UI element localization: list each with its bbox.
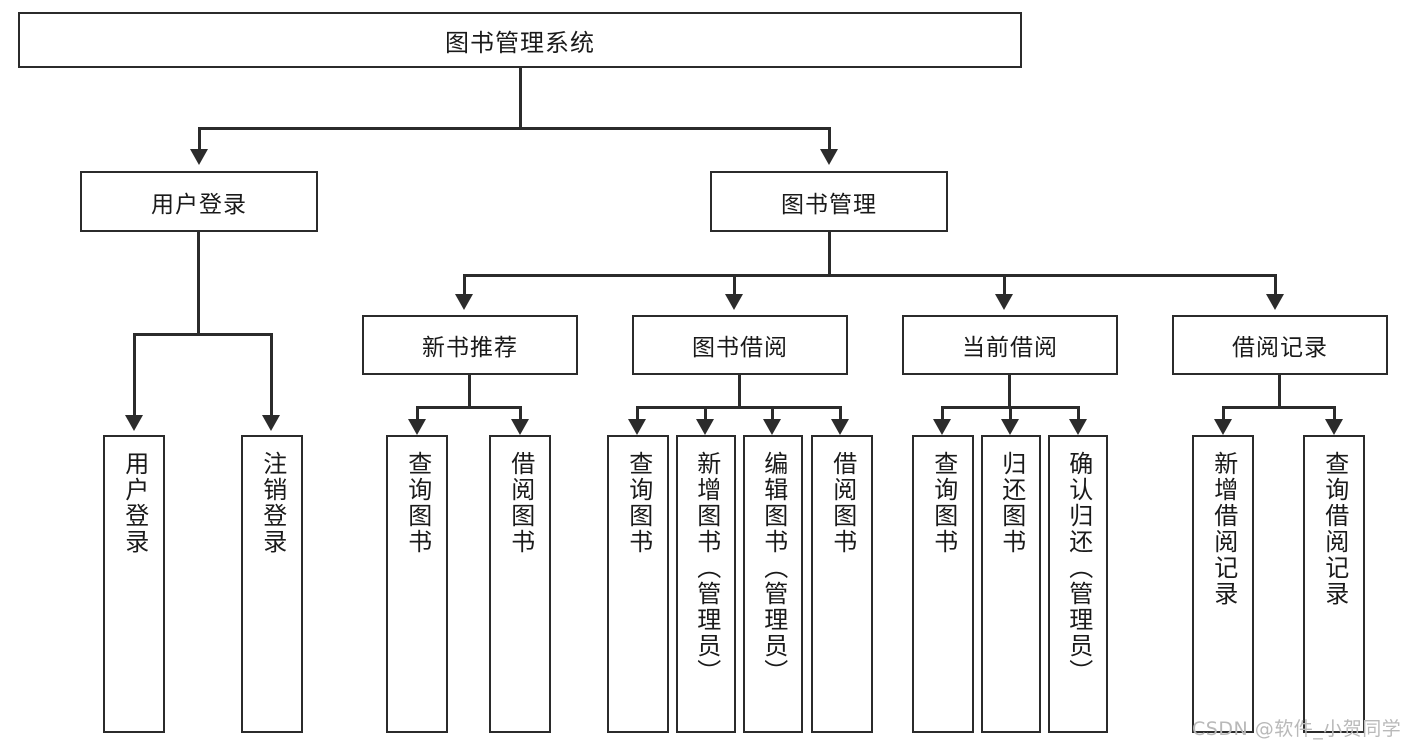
leaf-label: 新增借阅记录 bbox=[1209, 451, 1238, 607]
node-label: 图书管理系统 bbox=[445, 28, 595, 57]
leaf-label: 确认归还（管理员） bbox=[1064, 451, 1093, 685]
node-label: 图书管理 bbox=[781, 191, 877, 218]
connector-root-stem bbox=[519, 68, 522, 127]
arrowhead-book-borrow-child-3 bbox=[763, 419, 781, 435]
leaf-new-book-query-book[interactable]: 查询图书 bbox=[386, 435, 448, 733]
leaf-borrow-record-query-record[interactable]: 查询借阅记录 bbox=[1303, 435, 1365, 733]
connector-book-mgmt-child-1 bbox=[463, 274, 466, 296]
connector-borrow-record-stem bbox=[1278, 375, 1281, 408]
leaf-book-borrow-borrow-book[interactable]: 借阅图书 bbox=[811, 435, 873, 733]
leaf-label: 用户登录 bbox=[120, 451, 149, 555]
connector-borrow-record-bar bbox=[1222, 406, 1336, 409]
node-book-borrow[interactable]: 图书借阅 bbox=[632, 315, 848, 375]
arrowhead-borrow-record-child-1 bbox=[1214, 419, 1232, 435]
arrowhead-user-login-child-1 bbox=[125, 415, 143, 431]
leaf-label: 查询图书 bbox=[624, 451, 653, 555]
connector-user-login-child-1 bbox=[133, 333, 136, 417]
arrowhead-book-mgmt-child-1 bbox=[455, 294, 473, 310]
leaf-book-borrow-query-book[interactable]: 查询图书 bbox=[607, 435, 669, 733]
arrowhead-book-borrow-child-2 bbox=[696, 419, 714, 435]
node-label: 借阅记录 bbox=[1232, 335, 1328, 361]
node-label: 图书借阅 bbox=[692, 335, 788, 361]
connector-book-mgmt-child-4 bbox=[1274, 274, 1277, 296]
connector-user-login-bar bbox=[133, 333, 273, 336]
connector-book-mgmt-bar bbox=[463, 274, 1277, 277]
leaf-current-borrow-confirm-return[interactable]: 确认归还（管理员） bbox=[1048, 435, 1108, 733]
arrowhead-new-book-child-1 bbox=[408, 419, 426, 435]
leaf-label: 借阅图书 bbox=[506, 451, 535, 555]
connector-book-borrow-bar bbox=[636, 406, 842, 409]
connector-book-mgmt-stem bbox=[828, 232, 831, 276]
leaf-user-login-logout[interactable]: 注销登录 bbox=[241, 435, 303, 733]
node-label: 新书推荐 bbox=[422, 335, 518, 361]
leaf-label: 查询借阅记录 bbox=[1320, 451, 1349, 607]
node-borrow-record[interactable]: 借阅记录 bbox=[1172, 315, 1388, 375]
arrowhead-book-mgmt-child-2 bbox=[725, 294, 743, 310]
connector-user-login-child-2 bbox=[270, 333, 273, 417]
connector-book-borrow-child-1 bbox=[636, 406, 639, 421]
node-label: 用户登录 bbox=[151, 191, 247, 218]
arrowhead-root-to-book-mgmt bbox=[820, 149, 838, 165]
leaf-label: 编辑图书（管理员） bbox=[759, 451, 788, 685]
leaf-current-borrow-return-book[interactable]: 归还图书 bbox=[981, 435, 1041, 733]
connector-book-mgmt-child-2 bbox=[733, 274, 736, 296]
connector-book-borrow-child-2 bbox=[704, 406, 707, 421]
leaf-user-login-login[interactable]: 用户登录 bbox=[103, 435, 165, 733]
arrowhead-book-mgmt-child-3 bbox=[995, 294, 1013, 310]
leaf-label: 借阅图书 bbox=[828, 451, 857, 555]
leaf-current-borrow-query-book[interactable]: 查询图书 bbox=[912, 435, 974, 733]
leaf-label: 查询图书 bbox=[929, 451, 958, 555]
leaf-label: 注销登录 bbox=[258, 451, 287, 555]
arrowhead-book-borrow-child-4 bbox=[831, 419, 849, 435]
arrowhead-borrow-record-child-2 bbox=[1325, 419, 1343, 435]
connector-new-book-child-2 bbox=[519, 406, 522, 421]
connector-current-borrow-child-1 bbox=[941, 406, 944, 421]
leaf-label: 归还图书 bbox=[997, 451, 1026, 555]
connector-new-book-child-1 bbox=[416, 406, 419, 421]
connector-borrow-record-child-2 bbox=[1333, 406, 1336, 421]
node-root-system[interactable]: 图书管理系统 bbox=[18, 12, 1022, 68]
connector-current-borrow-stem bbox=[1008, 375, 1011, 408]
connector-root-to-book-mgmt bbox=[828, 127, 831, 151]
csdn-watermark: CSDN @软件_小贺同学 bbox=[1192, 714, 1401, 741]
leaf-label: 新增图书（管理员） bbox=[692, 451, 721, 685]
leaf-label: 查询图书 bbox=[403, 451, 432, 555]
arrowhead-root-to-user-login bbox=[190, 149, 208, 165]
connector-root-bar bbox=[198, 127, 831, 130]
arrowhead-book-borrow-child-1 bbox=[628, 419, 646, 435]
connector-root-to-user-login bbox=[198, 127, 201, 151]
node-new-book-recommend[interactable]: 新书推荐 bbox=[362, 315, 578, 375]
connector-current-borrow-child-3 bbox=[1077, 406, 1080, 421]
connector-book-borrow-child-4 bbox=[839, 406, 842, 421]
arrowhead-current-borrow-child-2 bbox=[1001, 419, 1019, 435]
watermark-text: CSDN @软件_小贺同学 bbox=[1192, 718, 1402, 740]
node-current-borrow[interactable]: 当前借阅 bbox=[902, 315, 1118, 375]
connector-current-borrow-child-2 bbox=[1009, 406, 1012, 421]
arrowhead-current-borrow-child-3 bbox=[1069, 419, 1087, 435]
arrowhead-book-mgmt-child-4 bbox=[1266, 294, 1284, 310]
connector-borrow-record-child-1 bbox=[1222, 406, 1225, 421]
connector-user-login-stem bbox=[197, 232, 200, 336]
leaf-book-borrow-add-book[interactable]: 新增图书（管理员） bbox=[676, 435, 736, 733]
leaf-borrow-record-add-record[interactable]: 新增借阅记录 bbox=[1192, 435, 1254, 733]
arrowhead-new-book-child-2 bbox=[511, 419, 529, 435]
connector-book-borrow-child-3 bbox=[771, 406, 774, 421]
leaf-new-book-borrow-book[interactable]: 借阅图书 bbox=[489, 435, 551, 733]
node-book-management[interactable]: 图书管理 bbox=[710, 171, 948, 232]
connector-new-book-stem bbox=[468, 375, 471, 408]
connector-book-borrow-stem bbox=[738, 375, 741, 408]
arrowhead-current-borrow-child-1 bbox=[933, 419, 951, 435]
connector-book-mgmt-child-3 bbox=[1003, 274, 1006, 296]
node-user-login[interactable]: 用户登录 bbox=[80, 171, 318, 232]
connector-new-book-bar bbox=[416, 406, 522, 409]
node-label: 当前借阅 bbox=[962, 335, 1058, 361]
leaf-book-borrow-edit-book[interactable]: 编辑图书（管理员） bbox=[743, 435, 803, 733]
arrowhead-user-login-child-2 bbox=[262, 415, 280, 431]
